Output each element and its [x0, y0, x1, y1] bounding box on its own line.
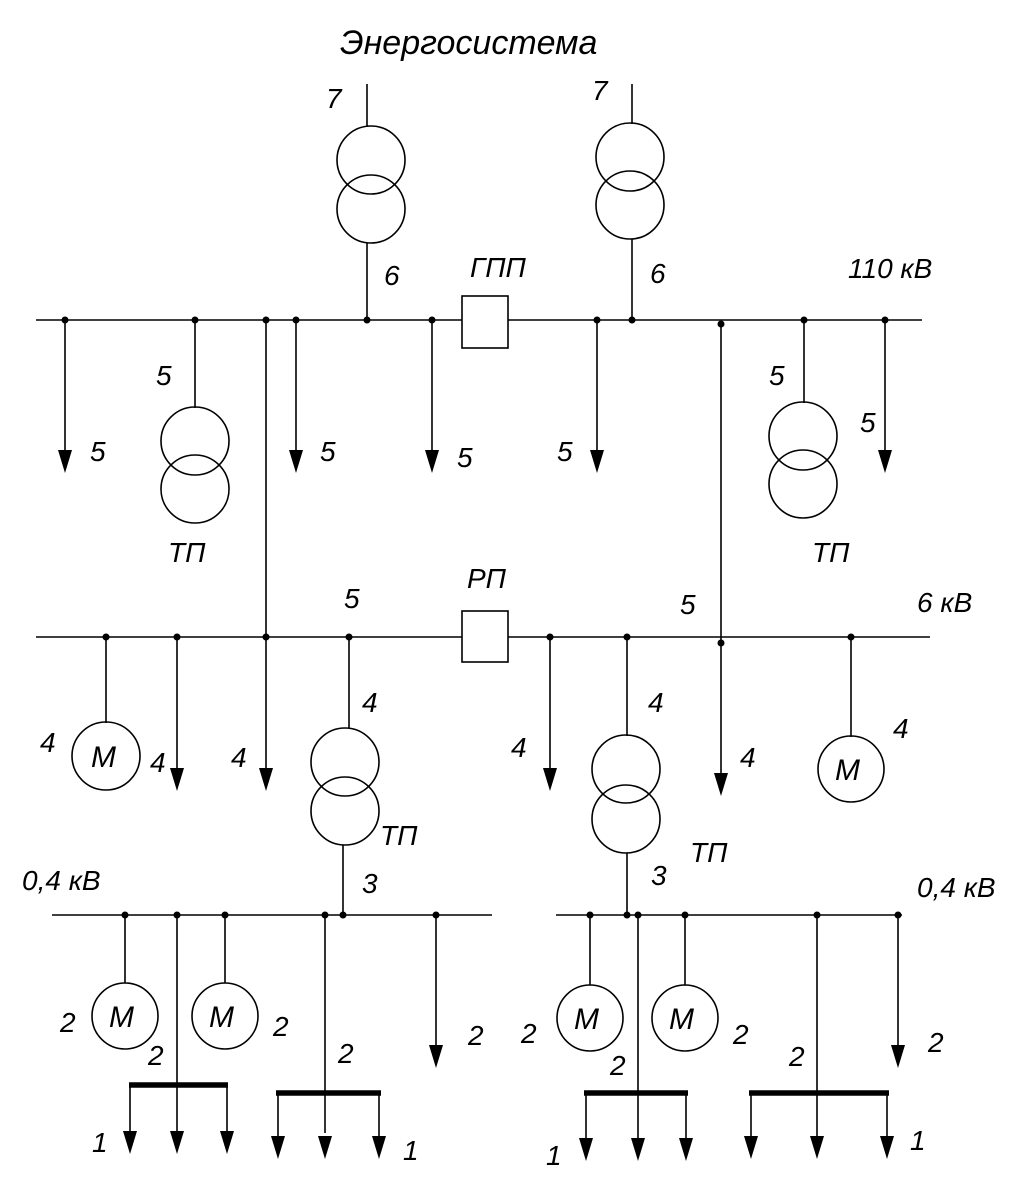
- label-tp-6kv-left: ТП: [380, 820, 418, 851]
- label-level-2-motor-la: 2: [59, 1007, 76, 1038]
- label-level-2-motor-rb: 2: [732, 1019, 749, 1050]
- label-level-2-panel-l2: 2: [337, 1038, 354, 1069]
- label-rp: РП: [467, 563, 507, 594]
- label-level-2-load-right: 2: [927, 1027, 944, 1058]
- label-tp-6kv-right: ТП: [690, 837, 728, 868]
- motor-symbol: М: [91, 741, 116, 774]
- label-level-3-left: 3: [362, 868, 378, 899]
- motor-symbol: М: [209, 1001, 234, 1034]
- tp-6kv-left: [310, 637, 380, 915]
- label-level-1-l2: 1: [403, 1135, 419, 1166]
- label-level-7-left: 7: [326, 83, 343, 114]
- label-bus-04kv-left: 0,4 кВ: [22, 865, 101, 896]
- motor-symbol: М: [574, 1003, 599, 1036]
- load-04kv-right: [891, 915, 905, 1068]
- label-level-4-c: 4: [511, 732, 527, 763]
- motor-04kv-right-b: М: [651, 915, 719, 1052]
- motor-04kv-left-a: М: [91, 915, 159, 1050]
- label-tp-110kv-left: ТП: [168, 537, 206, 568]
- label-level-5-tp-right: 5: [769, 360, 785, 391]
- bus-110kv: [36, 295, 922, 349]
- label-level-4-motor-right: 4: [893, 713, 909, 744]
- panel-04kv-left-2: [271, 915, 386, 1159]
- label-level-5-c: 5: [457, 442, 473, 473]
- label-level-5-feeder-right: 5: [680, 589, 696, 620]
- label-level-5-d: 5: [557, 436, 573, 467]
- label-level-1-r2: 1: [910, 1125, 926, 1156]
- label-tp-110kv-right: ТП: [812, 537, 850, 568]
- label-gpp: ГПП: [470, 252, 527, 283]
- loads-110kv: [58, 320, 892, 473]
- label-bus-04kv-right: 0,4 кВ: [917, 872, 996, 903]
- bus-110kv-nodes: [61, 316, 889, 328]
- bus-6kv: [36, 610, 930, 663]
- label-level-4-tp-left: 4: [362, 687, 378, 718]
- incoming-feeder-left: [336, 84, 406, 320]
- tp-6kv-right: [591, 637, 661, 915]
- tp-110kv-right: [768, 320, 838, 519]
- label-level-4-d: 4: [740, 742, 756, 773]
- label-level-1-l1: 1: [92, 1127, 108, 1158]
- motor-symbol: М: [669, 1003, 694, 1036]
- label-bus-110kv: 110 кВ: [848, 253, 932, 284]
- label-level-1-r1: 1: [546, 1140, 562, 1171]
- label-level-2-panel-r2: 2: [788, 1041, 805, 1072]
- incoming-feeder-right: [595, 84, 665, 320]
- label-level-7-right: 7: [592, 75, 609, 106]
- label-level-4-a: 4: [150, 747, 166, 778]
- panel-04kv-right-2: [744, 915, 894, 1159]
- motor-symbol: М: [835, 754, 860, 787]
- label-level-5-tp-left: 5: [156, 360, 172, 391]
- panel-04kv-left-1: [123, 915, 234, 1154]
- label-level-4-motor-left: 4: [40, 727, 56, 758]
- label-level-2-motor-ra: 2: [520, 1018, 537, 1049]
- label-level-4-b: 4: [231, 742, 247, 773]
- label-level-4-tp-right: 4: [648, 687, 664, 718]
- label-level-6-left: 6: [384, 260, 400, 291]
- label-level-2-panel-l1: 2: [147, 1040, 164, 1071]
- loads-6kv: [170, 637, 557, 791]
- motor-6kv-left: М: [71, 637, 141, 791]
- label-level-2-load-left: 2: [467, 1020, 484, 1051]
- diagram-title: Энергосистема: [340, 24, 597, 62]
- bus-6kv-nodes: [102, 633, 855, 647]
- motor-04kv-left-b: М: [191, 915, 259, 1050]
- panel-04kv-right-1: [579, 915, 693, 1161]
- motor-6kv-right: М: [817, 637, 885, 803]
- label-level-3-right: 3: [651, 860, 667, 891]
- motor-04kv-right-a: М: [556, 915, 624, 1052]
- label-level-5-feeder-left: 5: [344, 583, 360, 614]
- label-level-2-panel-r1: 2: [609, 1050, 626, 1081]
- label-level-5-e: 5: [860, 407, 876, 438]
- tp-110kv-left: [160, 320, 230, 524]
- label-bus-6kv: 6 кВ: [917, 587, 972, 618]
- label-level-6-right: 6: [650, 258, 666, 289]
- label-level-5-b: 5: [320, 436, 336, 467]
- motor-symbol: М: [109, 1001, 134, 1034]
- label-level-5-a: 5: [90, 436, 106, 467]
- feeders-110-to-6kv: [259, 320, 728, 796]
- label-level-2-motor-lb: 2: [272, 1011, 289, 1042]
- load-04kv-left: [429, 915, 443, 1068]
